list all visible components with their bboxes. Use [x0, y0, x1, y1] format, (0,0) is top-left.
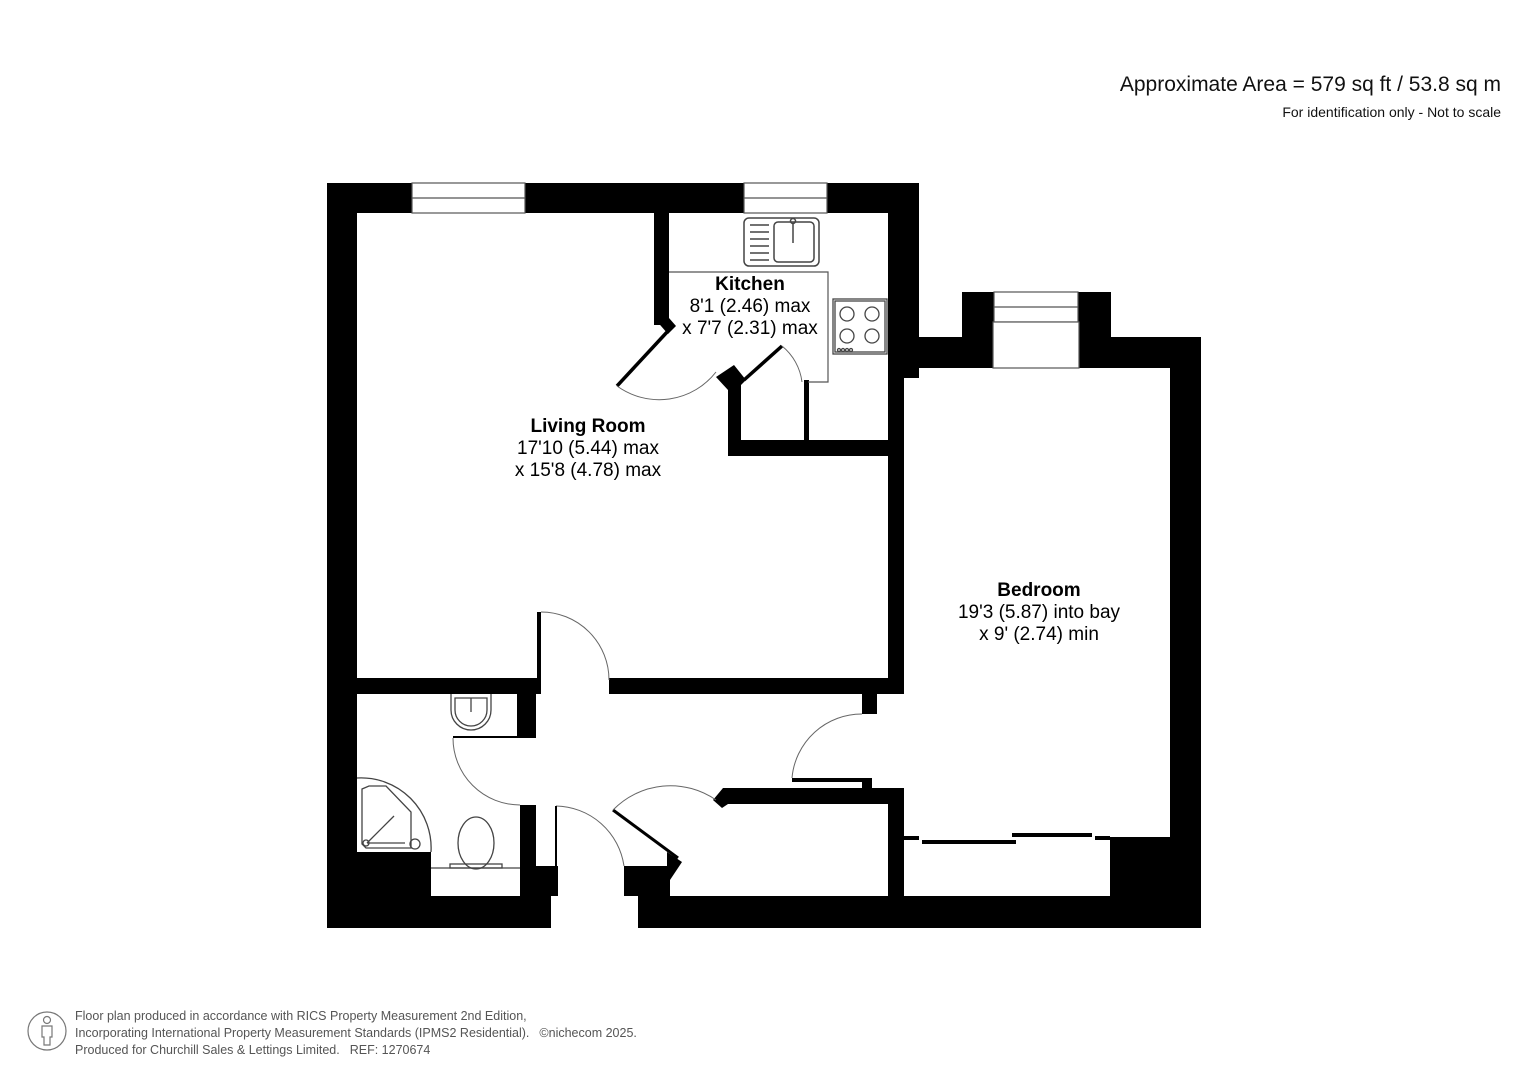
living-room-name: Living Room — [530, 416, 646, 437]
basin-icon — [450, 694, 492, 731]
hob-icon — [832, 298, 888, 355]
bedroom-dim1: 19'3 (5.87) into bay — [957, 602, 1121, 623]
footer-line-2: Incorporating International Property Mea… — [75, 1025, 637, 1042]
toilet-icon — [457, 816, 495, 870]
disclaimer: For identification only - Not to scale — [1282, 104, 1501, 120]
footer-line-1: Floor plan produced in accordance with R… — [75, 1009, 527, 1023]
sink-icon — [743, 217, 820, 267]
kitchen-counter — [669, 271, 829, 383]
living-room-label: Living Room 17'10 (5.44) max x 15'8 (4.7… — [515, 416, 661, 482]
reference-number: REF: 1270674 — [349, 1043, 431, 1057]
shower-icon — [356, 777, 432, 853]
copyright: ©nichecom 2025. — [539, 1026, 637, 1040]
bathroom-fixtures — [356, 694, 520, 870]
footer-line-2-text: Incorporating International Property Mea… — [75, 1026, 530, 1040]
footer-line-3-text: Produced for Churchill Sales & Lettings … — [75, 1043, 340, 1057]
kitchen-label: Kitchen 8'1 (2.46) max x 7'7 (2.31) max — [682, 274, 818, 340]
bedroom-name: Bedroom — [997, 580, 1081, 601]
walls — [327, 183, 1201, 928]
bedroom-label: Bedroom 19'3 (5.87) into bay x 9' (2.74)… — [958, 580, 1120, 646]
living-room-dim1: 17'10 (5.44) max — [517, 438, 659, 459]
bedroom-dim2: x 9' (2.74) min — [979, 624, 1099, 645]
header: Approximate Area = 579 sq ft / 53.8 sq m… — [1120, 72, 1501, 122]
person-icon — [27, 1011, 67, 1051]
approximate-area: Approximate Area = 579 sq ft / 53.8 sq m — [1119, 73, 1501, 96]
doors — [452, 329, 863, 867]
footer-line-3: Produced for Churchill Sales & Lettings … — [75, 1042, 637, 1059]
living-room-dim2: x 15'8 (4.78) max — [514, 460, 662, 481]
footer-text: Floor plan produced in accordance with R… — [75, 1008, 637, 1059]
kitchen-name: Kitchen — [715, 274, 785, 295]
windows — [411, 182, 1080, 369]
kitchen-dim1: 8'1 (2.46) max — [689, 296, 811, 317]
kitchen-dim2: x 7'7 (2.31) max — [682, 318, 818, 339]
